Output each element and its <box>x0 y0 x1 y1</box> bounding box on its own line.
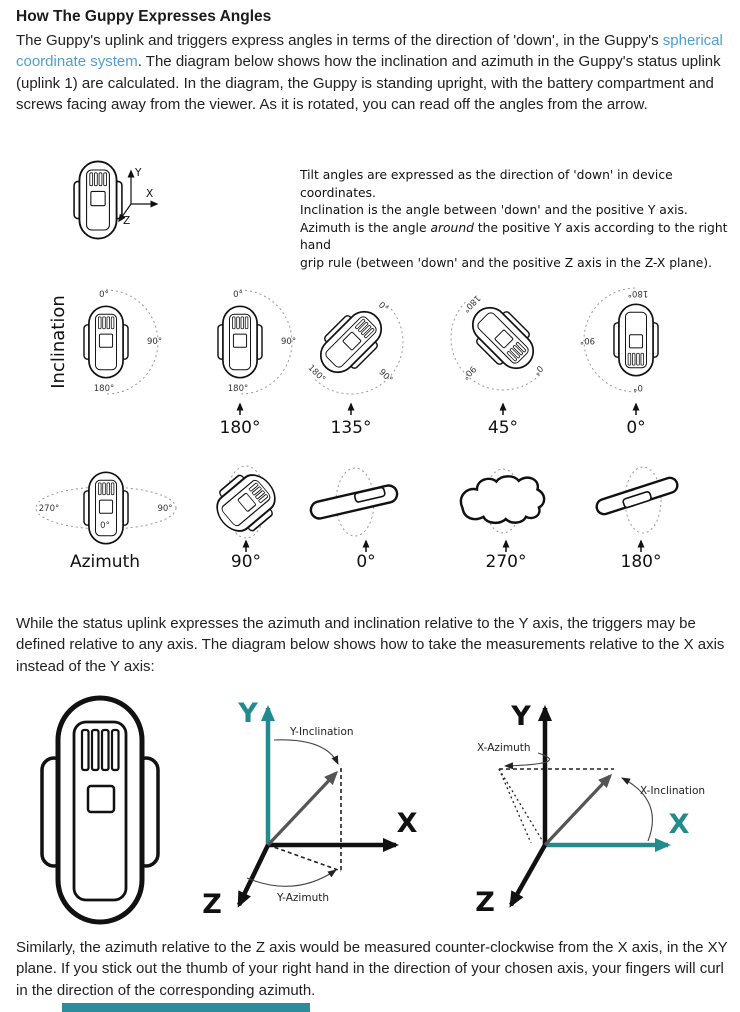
intro-text-post: . The diagram below shows how the inclin… <box>16 53 721 114</box>
svg-text:90°: 90° <box>376 367 394 385</box>
svg-text:90°: 90° <box>460 363 478 381</box>
x-axis-diagram: Y X Z X-Azimuth X-Inclination <box>475 701 705 918</box>
inclination-angle-180: 180° <box>220 418 261 438</box>
azimuth-angle-180: 180° <box>621 552 662 572</box>
azimuth-unit-180 <box>595 466 679 534</box>
inclination-arrows <box>236 402 640 415</box>
y-diagram-z-label: Z <box>202 889 222 920</box>
page-title: How The Guppy Expresses Angles <box>16 8 272 25</box>
x-inclination-label: X-Inclination <box>640 785 705 797</box>
azimuth-270-tick: 270° <box>39 504 59 514</box>
small-axis-x-label: X <box>146 188 153 200</box>
svg-text:90°: 90° <box>147 337 162 347</box>
intro-paragraph: The Guppy's uplink and triggers express … <box>16 30 728 116</box>
inclination-row-label: Inclination <box>48 295 69 389</box>
guppy-device-legend <box>73 160 123 240</box>
azimuth-row-diagram: 270° 90° 0° <box>35 462 679 572</box>
x-azimuth-arc <box>504 752 550 770</box>
x-axis-paragraph: While the status uplink expresses the az… <box>16 615 725 675</box>
tilt-note-line2: Inclination is the angle between 'down' … <box>300 203 688 218</box>
inclination-angle-135: 135° <box>331 418 372 438</box>
svg-text:0°: 0° <box>99 290 109 300</box>
y-diagram-y-label: Y <box>237 698 258 729</box>
z-axis-paragraph: Similarly, the azimuth relative to the Z… <box>16 939 728 999</box>
tilt-note-em: around <box>430 220 474 235</box>
svg-text:0°: 0° <box>633 382 643 392</box>
small-axes-diagram <box>118 169 159 223</box>
inclination-unit-legend: 0° 90° 180° <box>83 289 162 395</box>
tilt-note-line1: Tilt angles are expressed as the directi… <box>300 168 673 200</box>
inclination-angle-0: 0° <box>626 418 645 438</box>
tilt-note: Tilt angles are expressed as the directi… <box>300 167 730 273</box>
inclination-unit-45: 0° 90° 180° <box>450 293 545 391</box>
intro-text-pre: The Guppy's uplink and triggers express … <box>16 32 663 49</box>
y-inclination-label: Y-Inclination <box>289 726 354 738</box>
guppy-device-large <box>40 695 160 925</box>
x-azimuth-label: X-Azimuth <box>477 742 531 754</box>
tilt-legend-diagram: Y X Z <box>73 160 159 240</box>
azimuth-unit-legend: 270° 90° 0° <box>35 471 177 545</box>
svg-text:180°: 180° <box>628 288 648 298</box>
small-axis-y-label: Y <box>134 167 142 179</box>
inclination-angle-45: 45° <box>488 418 518 438</box>
svg-text:0°: 0° <box>233 290 243 300</box>
azimuth-angle-270: 270° <box>486 552 527 572</box>
y-azimuth-label: Y-Azimuth <box>276 892 329 904</box>
svg-text:0°: 0° <box>376 300 390 314</box>
azimuth-0-tick: 0° <box>100 521 110 531</box>
tilt-note-line4: grip rule (between 'down' and the positi… <box>300 255 713 270</box>
inclination-row-diagram: Inclination 0° 90° 180° 0° 90° 180° 0° 9… <box>48 287 659 438</box>
y-inclination-arc <box>273 739 339 765</box>
x-diagram-z-label: Z <box>475 887 495 918</box>
azimuth-angle-0: 0° <box>356 552 375 572</box>
footer-teal-bar <box>62 1003 310 1012</box>
azimuth-row-label: Azimuth <box>70 552 140 572</box>
x-inclination-arc <box>621 777 653 842</box>
y-axis-diagram: Y X Z Y-Inclination Y-Azimuth <box>202 698 417 920</box>
x-diagram-y-label: Y <box>510 701 531 732</box>
tilt-note-line3: Azimuth is the angle around the positive… <box>300 220 728 253</box>
svg-text:180°: 180° <box>94 384 114 394</box>
azimuth-90-tick: 90° <box>157 504 172 514</box>
svg-text:90°: 90° <box>281 337 296 347</box>
svg-text:90°: 90° <box>580 335 595 345</box>
y-diagram-x-label: X <box>397 808 418 839</box>
spherical-coordinate-link[interactable]: spherical coordinate system <box>16 32 723 71</box>
azimuth-unit-270 <box>459 468 546 534</box>
inclination-unit-180: 0° 90° 180° <box>217 289 296 395</box>
azimuth-arrows <box>242 539 645 552</box>
svg-text:180°: 180° <box>228 384 248 394</box>
inclination-unit-135: 0° 90° 180° <box>306 300 404 395</box>
azimuth-angle-90: 90° <box>231 552 261 572</box>
small-axis-z-label: Z <box>123 215 130 227</box>
axis-measurement-diagram: Y X Z Y-Inclination Y-Azimuth Y X Z X-Az… <box>40 695 705 925</box>
x-diagram-x-label: X <box>669 809 690 840</box>
svg-text:0°: 0° <box>531 363 545 377</box>
y-azimuth-arc <box>246 869 337 887</box>
azimuth-unit-90 <box>205 462 287 544</box>
azimuth-unit-0 <box>309 467 399 537</box>
inclination-unit-0: 0° 90° 180° <box>580 287 659 393</box>
